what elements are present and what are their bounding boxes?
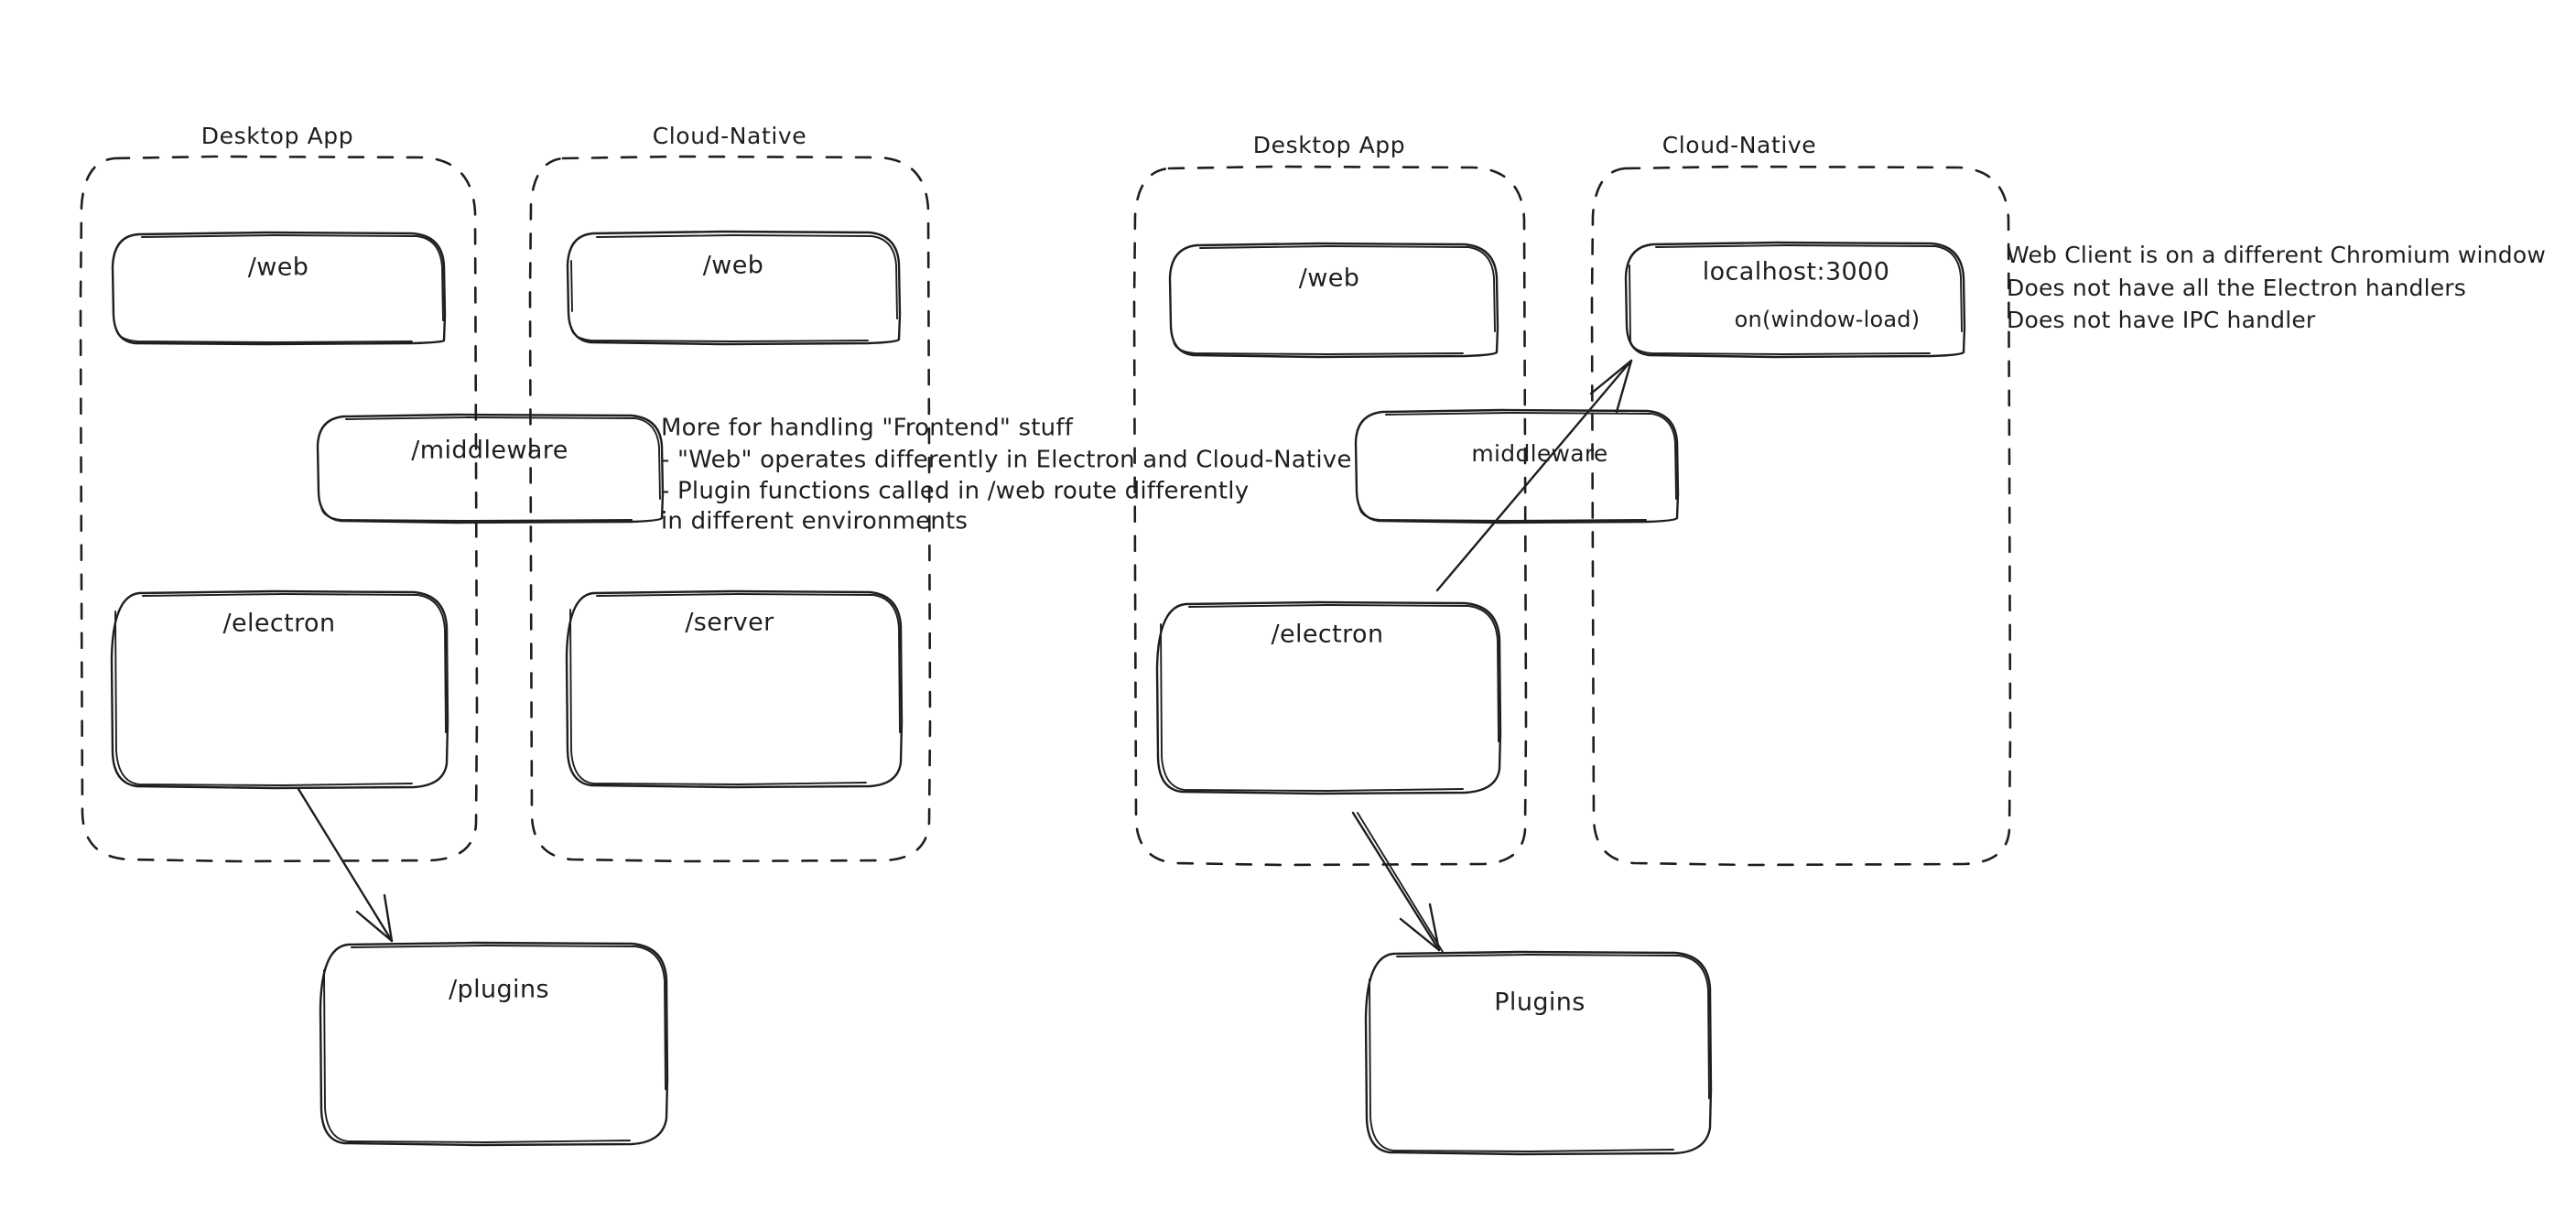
group-title-left-cloud-native: Cloud-Native xyxy=(653,123,807,149)
node-label-left-cloud-web: /web xyxy=(703,252,764,280)
group-left-desktop-app[interactable]: Desktop App xyxy=(79,123,479,863)
node-left-server[interactable]: /server xyxy=(565,589,904,789)
node-right-middleware[interactable]: middleware xyxy=(1354,408,1680,524)
group-title-left-desktop-app: Desktop App xyxy=(201,123,354,149)
arrow-electron-to-plugins xyxy=(297,787,394,943)
node-left-middleware[interactable]: /middleware xyxy=(316,413,665,524)
arrow-electron-to-localhost xyxy=(1435,359,1633,592)
green-annotation-line-2: - "Web" operates differently in Electron… xyxy=(661,447,1352,474)
node-right-plugins[interactable]: Plugins xyxy=(1364,950,1713,1156)
red-annotation-line-2: Does not have all the Electron handlers xyxy=(2007,275,2466,301)
green-annotation: More for handling "Frontend" stuff - "We… xyxy=(661,415,1352,535)
node-right-electron[interactable]: /electron xyxy=(1155,600,1502,795)
group-title-right-desktop-app: Desktop App xyxy=(1253,132,1406,158)
node-sublabel-right-localhost: on(window-load) xyxy=(1735,307,1921,332)
node-left-plugins[interactable]: /plugins xyxy=(319,941,669,1147)
red-annotation-line-1: Web Client is on a different Chromium wi… xyxy=(2007,242,2546,268)
red-annotation: Web Client is on a different Chromium wi… xyxy=(2007,242,2546,333)
node-label-left-electron: /electron xyxy=(223,610,336,638)
arrow-electron-to-plugins-right xyxy=(1351,811,1444,953)
node-label-right-middleware: middleware xyxy=(1471,440,1607,467)
node-label-left-desktop-web: /web xyxy=(248,254,309,282)
green-annotation-line-3: - Plugin functions called in /web route … xyxy=(661,478,1249,505)
node-label-right-electron: /electron xyxy=(1272,621,1384,649)
node-right-desktop-web[interactable]: /web xyxy=(1168,242,1499,359)
group-right-cloud-native[interactable]: Cloud-Native xyxy=(1590,132,2012,867)
node-label-right-localhost: localhost:3000 xyxy=(1703,258,1890,286)
group-right-desktop-app[interactable]: Desktop App xyxy=(1132,132,1528,867)
node-label-right-plugins: Plugins xyxy=(1494,989,1586,1017)
node-left-desktop-web[interactable]: /web xyxy=(111,231,447,346)
group-title-right-cloud-native: Cloud-Native xyxy=(1662,132,1817,158)
group-left-cloud-native[interactable]: Cloud-Native xyxy=(528,123,932,863)
green-annotation-line-1: More for handling "Frontend" stuff xyxy=(661,415,1074,442)
node-label-left-server: /server xyxy=(685,609,774,637)
node-right-localhost[interactable]: localhost:3000 on(window-load) xyxy=(1624,241,1966,359)
node-label-right-desktop-web: /web xyxy=(1299,265,1360,293)
node-label-left-middleware: /middleware xyxy=(411,437,568,465)
green-annotation-line-4: in different environments xyxy=(661,508,968,535)
node-left-electron[interactable]: /electron xyxy=(110,589,449,790)
node-left-cloud-web[interactable]: /web xyxy=(566,230,902,346)
node-label-left-plugins: /plugins xyxy=(449,976,549,1004)
red-annotation-line-3: Does not have IPC handler xyxy=(2007,307,2316,333)
